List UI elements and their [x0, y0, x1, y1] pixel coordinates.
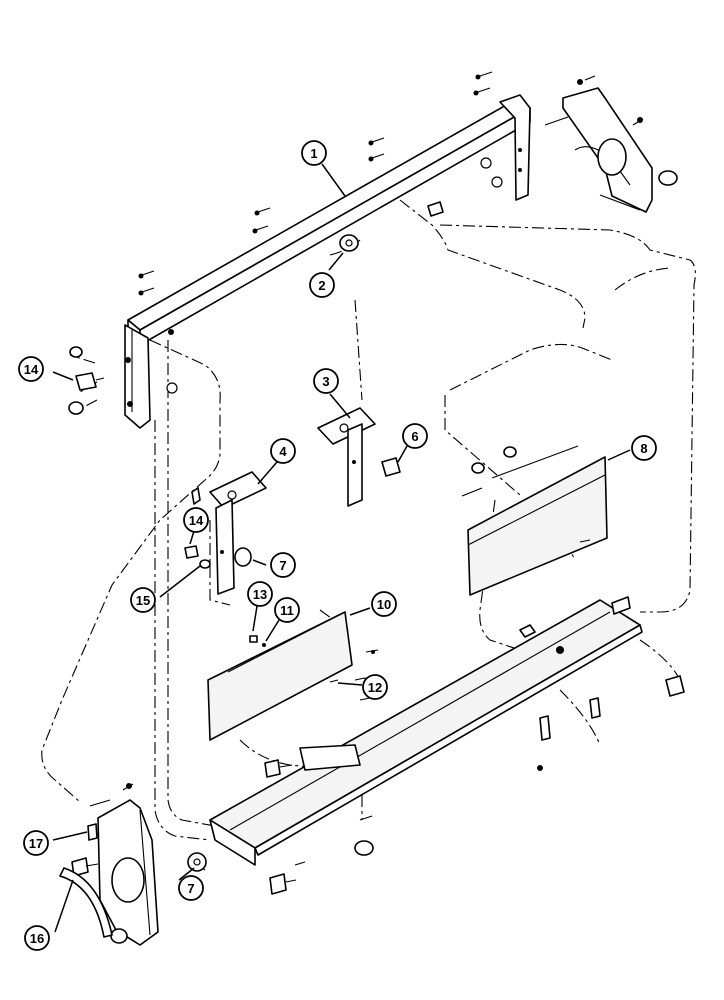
callout-12: 12 — [362, 674, 388, 700]
callout-14-lower: 14 — [183, 507, 209, 533]
callout-14-upper: 14 — [18, 356, 44, 382]
callout-6: 6 — [402, 423, 428, 449]
callout-3-label: 3 — [322, 374, 329, 389]
callout-12-label: 12 — [368, 680, 382, 695]
nut-part-2 — [339, 234, 359, 252]
callout-10: 10 — [371, 591, 397, 617]
seal-strip-part-16 — [59, 867, 113, 938]
left-side-bolts — [68, 346, 105, 415]
callout-14-lower-label: 14 — [189, 513, 204, 528]
callout-6-label: 6 — [411, 429, 418, 444]
callout-17-label: 17 — [29, 836, 43, 851]
callout-17: 17 — [23, 830, 49, 856]
callout-1-label: 1 — [310, 146, 317, 161]
bolt-washer-14-15 — [184, 545, 211, 569]
callout-15: 15 — [130, 587, 156, 613]
vertical-bracket-part-4 — [191, 471, 267, 595]
beam-bolts — [138, 71, 493, 296]
callout-3: 3 — [313, 368, 339, 394]
callout-13: 13 — [247, 581, 273, 607]
callout-4-label: 4 — [279, 444, 287, 459]
callout-2-label: 2 — [318, 278, 325, 293]
callout-11: 11 — [274, 597, 300, 623]
callout-15-label: 15 — [136, 593, 150, 608]
callout-11-label: 11 — [280, 603, 294, 618]
callout-8: 8 — [631, 435, 657, 461]
right-shield-part-8 — [461, 445, 608, 596]
lower-left-side-bracket — [71, 783, 207, 946]
callout-16: 16 — [24, 925, 50, 951]
callout-16-label: 16 — [30, 931, 44, 946]
left-lower-shield-part-10 — [207, 611, 379, 741]
callout-10-label: 10 — [377, 597, 391, 612]
callout-7-lower-label: 7 — [187, 881, 194, 896]
callout-8-label: 8 — [640, 441, 647, 456]
vertical-bracket-part-3 — [317, 407, 401, 507]
upper-right-side-bracket — [544, 75, 678, 213]
trough-hardware — [269, 675, 685, 895]
callout-7-lower: 7 — [178, 875, 204, 901]
callout-7-upper-label: 7 — [279, 558, 286, 573]
callout-2: 2 — [309, 272, 335, 298]
top-cross-beam — [124, 94, 531, 429]
callout-13-label: 13 — [253, 587, 267, 602]
callout-arrows — [52, 163, 631, 933]
callout-14-upper-label: 14 — [24, 362, 39, 377]
callout-7-upper: 7 — [270, 552, 296, 578]
callout-1: 1 — [301, 140, 327, 166]
callout-4: 4 — [270, 438, 296, 464]
bottom-trough — [209, 596, 643, 866]
